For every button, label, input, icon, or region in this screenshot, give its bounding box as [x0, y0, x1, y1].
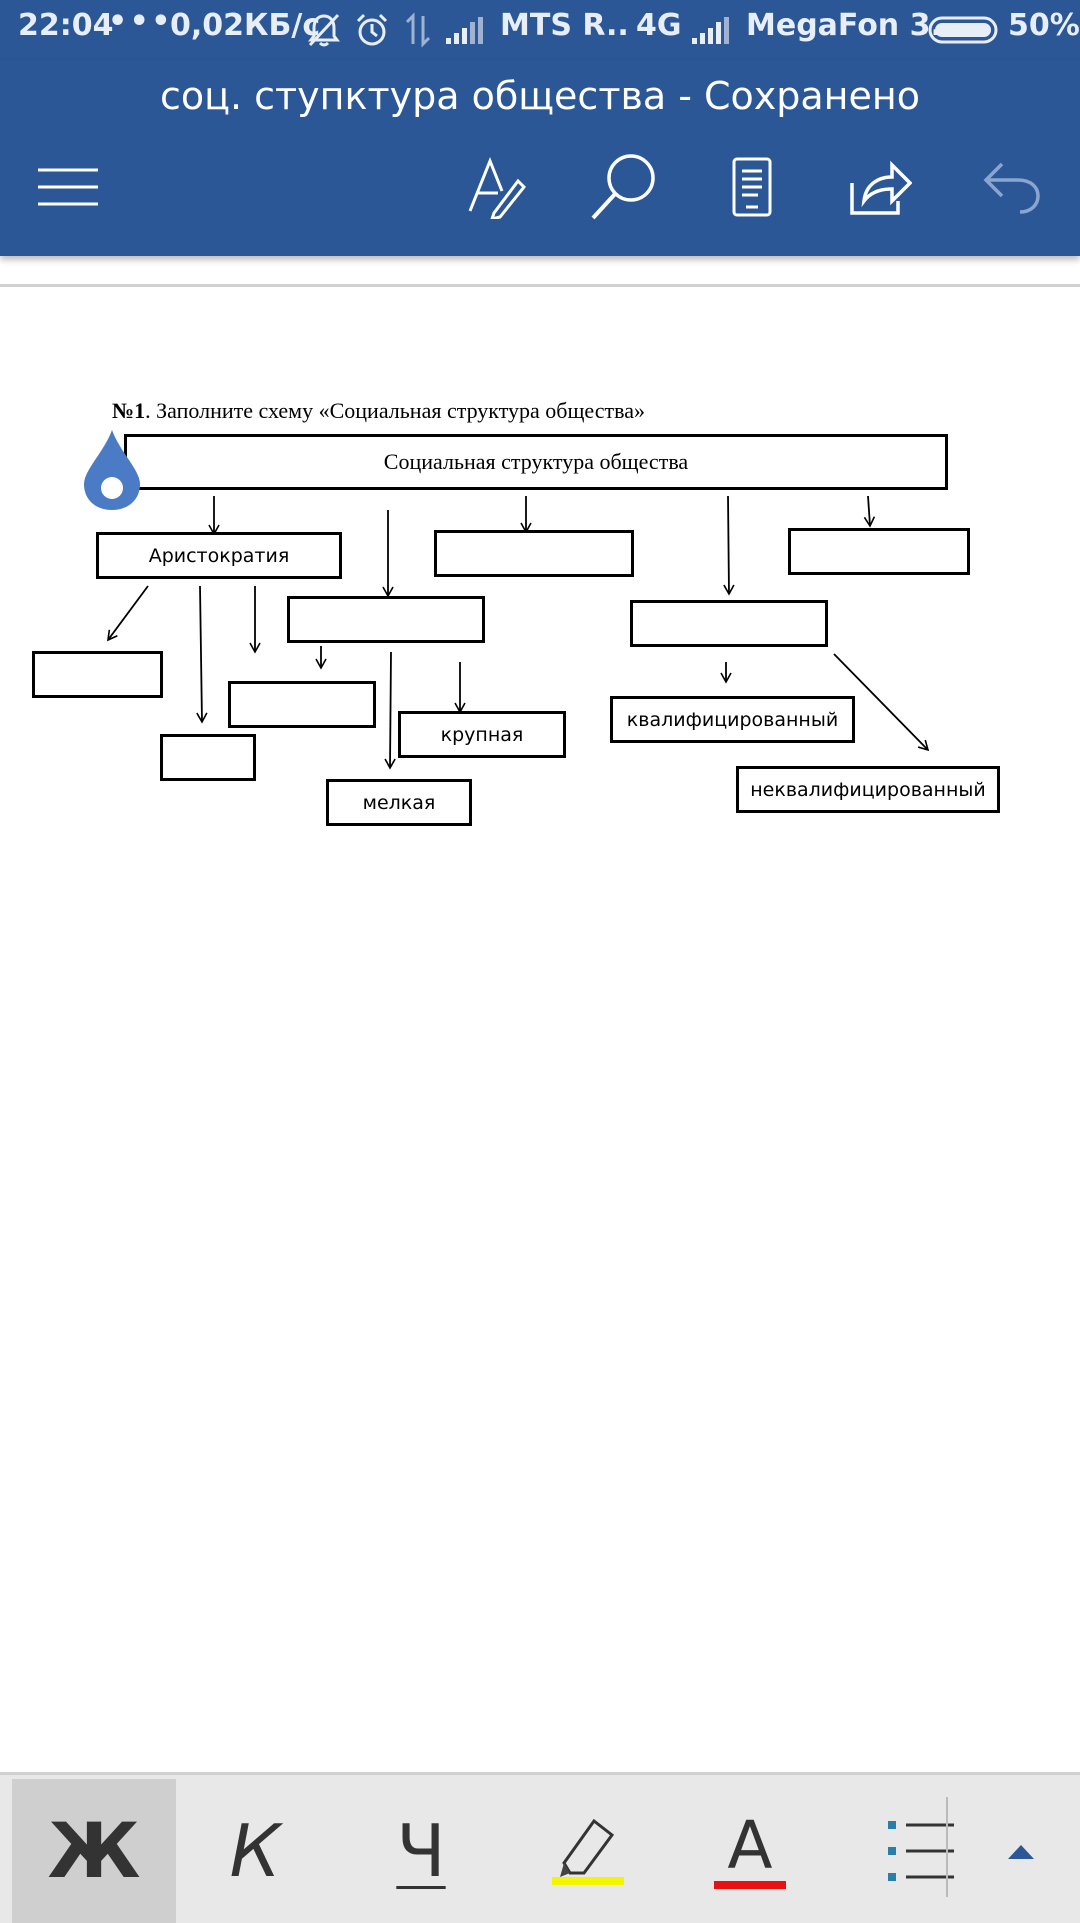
box-large: крупная	[398, 711, 566, 758]
app-toolbar: соц. ступктура общества - Сохранено	[0, 60, 1080, 256]
search-button[interactable]	[574, 137, 674, 237]
task-text: . Заполните схему «Социальная структура …	[145, 398, 645, 423]
network-type: 4G	[636, 8, 682, 43]
carrier-2: MegaFon 3..	[746, 8, 954, 43]
box-aristocracy: Аристократия	[96, 532, 342, 579]
diagram-empty-box	[434, 530, 634, 577]
battery-percent: 50%	[1008, 8, 1080, 43]
signal-icon	[444, 16, 484, 51]
share-button[interactable]	[830, 137, 930, 237]
document-title: соц. ступктура общества - Сохранено	[159, 74, 921, 118]
italic-label: К	[229, 1809, 281, 1893]
highlighter-icon	[552, 1818, 624, 1885]
diagram-empty-box	[228, 681, 376, 728]
box-small: мелкая	[326, 779, 472, 826]
diagram-empty-box	[630, 600, 828, 647]
signal-icon	[690, 16, 730, 51]
underline-label: Ч	[396, 1809, 446, 1893]
diagram-root-box: Социальная структура общества	[124, 434, 948, 490]
clock: 22:04	[18, 8, 114, 43]
menu-button[interactable]	[18, 137, 118, 237]
diagram-arrows	[107, 495, 930, 770]
bold-label: Ж	[47, 1806, 141, 1895]
task-heading: №1. Заполните схему «Социальная структур…	[112, 398, 645, 424]
diagram-empty-box	[160, 734, 256, 781]
diagram-empty-box	[287, 596, 485, 643]
bullet-list-icon	[888, 1821, 954, 1881]
battery-icon	[928, 16, 1000, 49]
undo-button[interactable]	[962, 137, 1062, 237]
more-notifications: • • •	[108, 4, 170, 39]
share-icon	[850, 160, 912, 215]
draw-pen-icon	[468, 156, 527, 219]
cursor-drop-handle[interactable]	[82, 428, 142, 517]
undo-icon	[983, 162, 1040, 214]
menu-icon	[38, 168, 98, 206]
bold-button[interactable]: Ж	[12, 1779, 176, 1923]
font-color-button[interactable]: А	[690, 1779, 810, 1923]
highlight-button[interactable]	[530, 1779, 650, 1923]
page-separator	[0, 284, 1080, 287]
mute-bell-icon	[306, 12, 342, 53]
list-button[interactable]	[860, 1779, 980, 1923]
box-qualified: квалифицированный	[610, 696, 855, 743]
net-speed: 0,02КБ/с	[170, 8, 321, 43]
mobile-view-button[interactable]	[702, 137, 802, 237]
carrier-1: MTS R..	[500, 8, 629, 43]
box-unqualified: неквалифицированный	[736, 766, 1000, 813]
diagram-empty-box	[32, 651, 163, 698]
mobile-view-icon	[732, 157, 772, 217]
toolbar-divider	[946, 1797, 948, 1897]
status-bar: 22:04 • • • 0,02КБ/с MTS R.. 4G MegaFon …	[0, 0, 1080, 60]
format-bar: Ж К Ч А	[0, 1772, 1080, 1923]
italic-button[interactable]: К	[190, 1779, 320, 1923]
font-color-swatch	[714, 1881, 786, 1889]
draw-button[interactable]	[448, 137, 548, 237]
underline-button[interactable]: Ч	[356, 1779, 486, 1923]
font-color-label: А	[727, 1807, 773, 1884]
data-transfer-icon	[404, 12, 432, 53]
diagram-empty-box	[788, 528, 970, 575]
expand-ribbon-button[interactable]	[976, 1779, 1066, 1923]
caret-up-icon	[1008, 1845, 1034, 1859]
search-icon	[591, 154, 655, 220]
alarm-icon	[354, 12, 390, 53]
task-number: №1	[112, 398, 146, 423]
